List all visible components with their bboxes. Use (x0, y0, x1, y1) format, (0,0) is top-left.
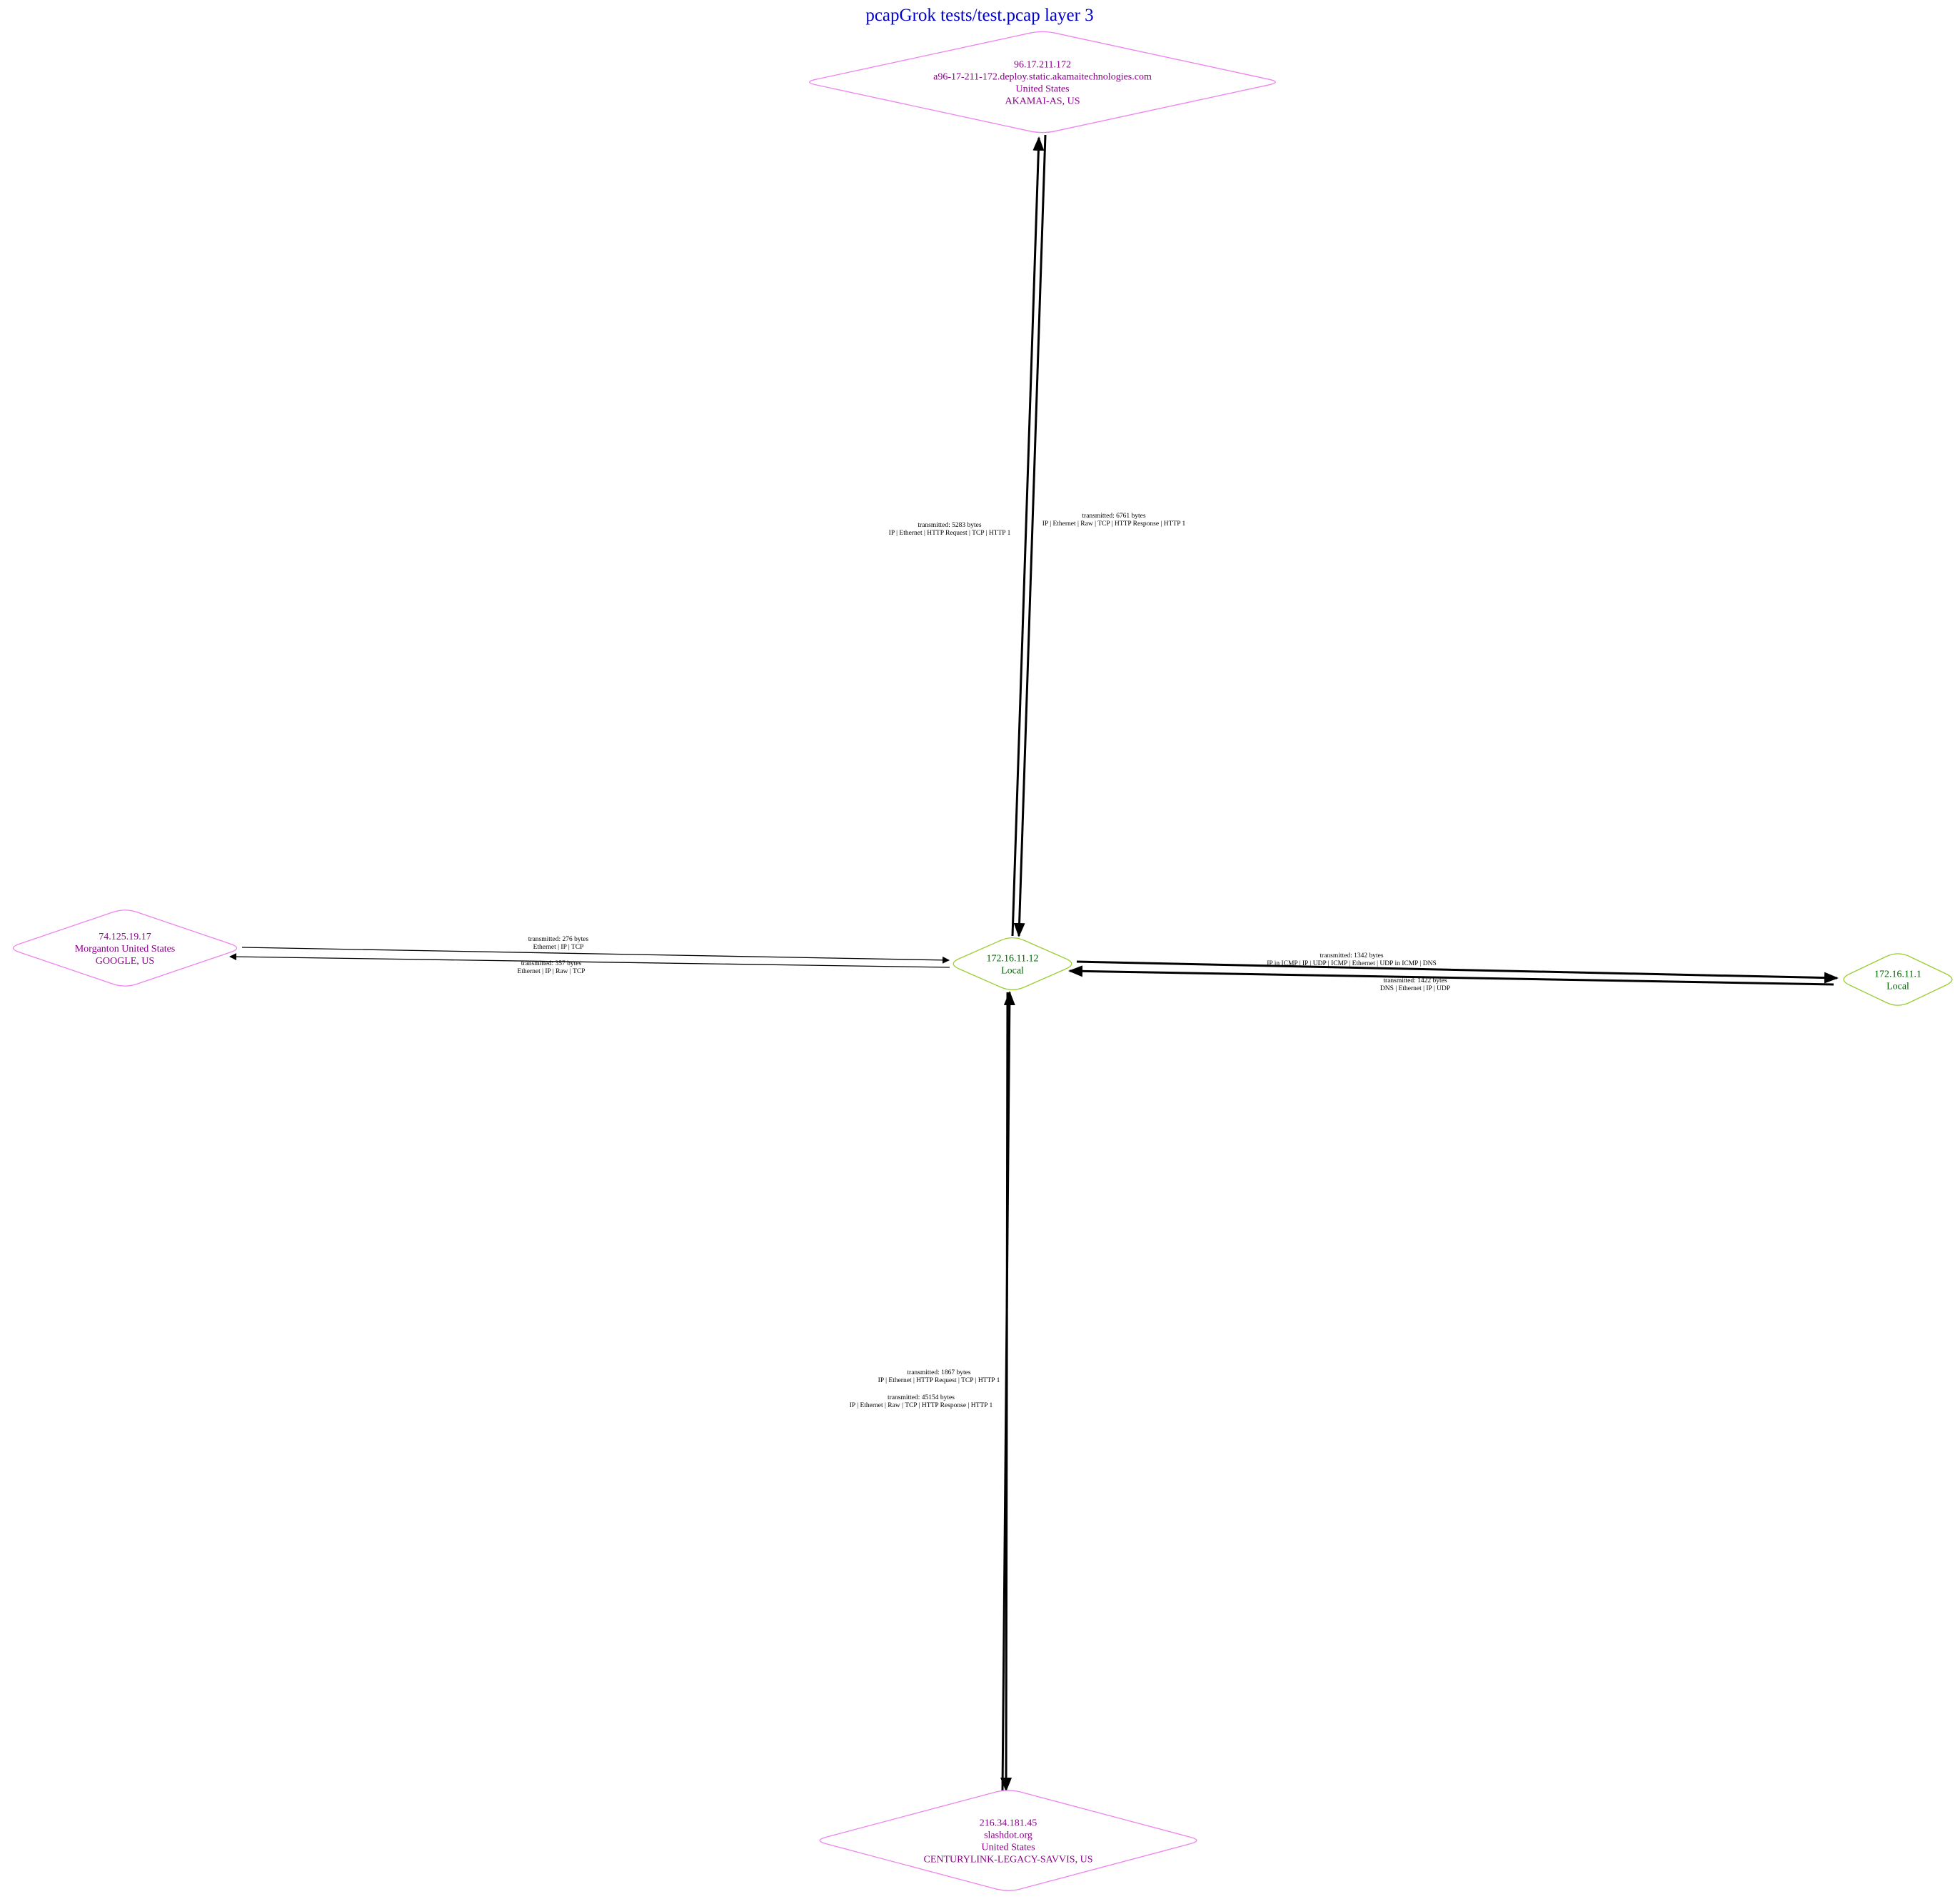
edge-bytes-label: transmitted: 5283 bytes (918, 522, 981, 529)
edge-protocols-label: Ethernet | IP | TCP (533, 944, 584, 951)
nodes-layer: 96.17.211.172a96-17-211-172.deploy.stati… (12, 31, 1953, 1891)
edge-bytes-label: transmitted: 276 bytes (528, 936, 589, 943)
edge-protocols-label: IP | Ethernet | Raw | TCP | HTTP Respons… (1042, 520, 1186, 528)
edge-bytes-label: transmitted: 1422 bytes (1383, 977, 1447, 984)
node-label-line: GOOGLE, US (96, 956, 154, 967)
graph-title: pcapGrok tests/test.pcap layer 3 (865, 6, 1093, 25)
edge-protocols-label: IP | Ethernet | HTTP Request | TCP | HTT… (878, 1377, 1000, 1384)
edge-protocols-label: DNS | Ethernet | IP | UDP (1380, 985, 1450, 992)
edge-bytes-label: transmitted: 1867 bytes (907, 1369, 970, 1376)
edge-line (1076, 960, 1839, 984)
node-label-line: Local (1001, 966, 1024, 977)
node-label-line: United States (981, 1843, 1035, 1853)
node-diamond-shape (819, 1790, 1197, 1891)
edge-bytes-label: transmitted: 45154 bytes (888, 1394, 955, 1401)
edge-line (1011, 136, 1045, 937)
node-label-line: Local (1886, 982, 1909, 992)
node-diamond-shape (12, 910, 238, 987)
node-label-line: Morganton United States (75, 944, 176, 954)
edge-bytes-label: transmitted: 1342 bytes (1320, 952, 1383, 959)
node-label-line: 216.34.181.45 (980, 1818, 1037, 1829)
edge-line (1001, 991, 1015, 1791)
node-diamond-shape (953, 937, 1072, 991)
node-akamai: 96.17.211.172a96-17-211-172.deploy.stati… (809, 31, 1276, 134)
edge-bytes-label: transmitted: 357 bytes (521, 960, 582, 967)
node-label-line: AKAMAI-AS, US (1005, 96, 1080, 107)
node-diamond-shape (1843, 953, 1953, 1006)
edge-protocols-label: IP | Ethernet | Raw | TCP | HTTP Respons… (850, 1402, 993, 1409)
edge-bytes-label: transmitted: 6761 bytes (1082, 513, 1145, 520)
node-label-line: 172.16.11.1 (1874, 969, 1921, 980)
node-label-line: slashdot.org (984, 1830, 1032, 1841)
edge-protocols-label: IP | Ethernet | HTTP Request | TCP | HTT… (889, 530, 1011, 537)
node-diamond-shape (809, 31, 1276, 134)
node-label-line: a96-17-211-172.deploy.static.akamaitechn… (933, 72, 1152, 83)
edge-line (1013, 134, 1047, 937)
edge-line (1068, 965, 1834, 986)
node-label-line: 96.17.211.172 (1014, 60, 1071, 71)
node-label-line: CENTURYLINK-LEGACY-SAVVIS, US (924, 1855, 1093, 1865)
node-label-line: 74.125.19.17 (99, 932, 151, 942)
edge-protocols-label: IP in ICMP | IP | UDP | ICMP | Ethernet … (1267, 960, 1437, 967)
edge-line (229, 953, 950, 968)
node-label-line: United States (1015, 84, 1069, 95)
edge-protocols-label: Ethernet | IP | Raw | TCP (518, 968, 586, 975)
edge-line (241, 947, 950, 964)
node-label-line: 172.16.11.12 (987, 954, 1039, 964)
